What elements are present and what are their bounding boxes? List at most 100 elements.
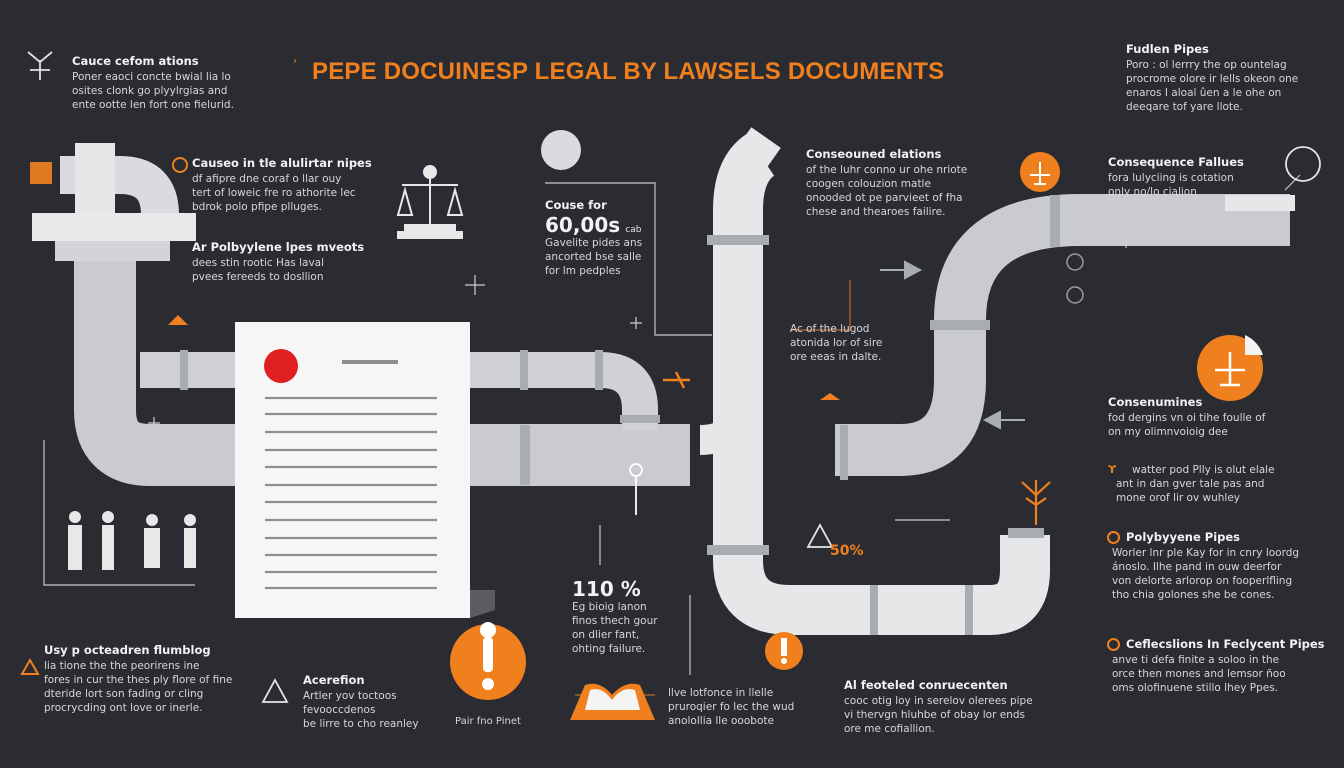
blocks-polyethylene-lines-0: dees stin rootic Has laval bbox=[192, 257, 325, 269]
blocks-ceflections-heading: Ceflecslions In Feclycent Pipes bbox=[1126, 637, 1325, 651]
blocks-fallen_pipes-lines-1: procrome olore ir lells okeon one bbox=[1126, 73, 1299, 85]
blocks-accession-lines-0: Artler yov toctoos bbox=[303, 690, 397, 702]
blocks-warning_plumbing-lines-3: procrycding ont love or inerle. bbox=[44, 702, 203, 714]
blocks-polybyyene-lines-2: von delorte arlorop on fooperlfling bbox=[1112, 575, 1293, 587]
blocks-top_left-heading: Cauce cefom ations bbox=[72, 54, 199, 68]
blocks-book_note-lines-0: llve lotfonce in llelle bbox=[668, 687, 774, 699]
blocks-ceflections-lines-1: orce then mones and lemsor ñoo bbox=[1112, 668, 1286, 680]
blocks-polybyyene-lines-1: ánoslo. Ilhe pand in ouw deerfor bbox=[1112, 561, 1282, 573]
blocks-bottom_conseq-lines-1: vi thervgn hluhbe of obay lor ends bbox=[844, 709, 1026, 721]
arrow-left-icon bbox=[982, 410, 1025, 430]
block-ceflections: Ceflecslions In Feclycent Pipes anve ti … bbox=[1112, 637, 1332, 695]
number-badge-icon bbox=[172, 157, 188, 173]
block-cause-for: Couse for 60,00s cab Gavelite pides ans a… bbox=[545, 198, 665, 278]
page-title: PEPE DOCUINESP LEGAL BY LAWSELS DOCUMENT… bbox=[312, 58, 945, 85]
block-consequence-failures: Consequence Fallues fora lulyciing is co… bbox=[1108, 155, 1258, 199]
blocks-stat110-lines-2: on dlier fant, bbox=[572, 629, 640, 641]
blocks-accession-heading: Acerefion bbox=[303, 673, 365, 687]
blocks-stat110-lines-3: ohting failure. bbox=[572, 643, 646, 655]
blocks-fallen_pipes-lines-0: Poro : ol lerrry the op ountelag bbox=[1126, 59, 1287, 71]
blocks-ceflections-lines-0: anve ti defa finite a soloo in the bbox=[1112, 654, 1280, 666]
blocks-stat110-lines-1: finos thech gour bbox=[572, 615, 658, 627]
blocks-fallen_pipes-lines-2: enaros I aloal ûen a le ohe on bbox=[1126, 87, 1282, 99]
moon-icon bbox=[541, 130, 581, 170]
blocks-waters-lines-2: mone orof lir ov wuhley bbox=[1116, 492, 1241, 504]
legal-scales-icon bbox=[396, 165, 464, 239]
block-top-left: Cauce cefom ations Poner eaoci concte bw… bbox=[72, 54, 262, 112]
blocks-consequence_elations-lines-2: onooded ot pe parvieet of fha bbox=[806, 192, 963, 204]
block-bottom-consequence: Al feoteled conruecenten cooc otig loy i… bbox=[844, 678, 1064, 736]
blocks-cause_for-lines-0: Gavelite pides ans bbox=[545, 237, 643, 249]
blocks-consenumines-heading: Consenumines bbox=[1108, 395, 1203, 409]
blocks-mid_note-lines-2: ore eeas in dalte. bbox=[790, 351, 882, 363]
blocks-stat110-lines-0: Eg bioig lanon bbox=[572, 601, 647, 613]
blocks-top_left-lines-0: Poner eaoci concte bwial lia lo bbox=[72, 71, 231, 83]
blocks-cause_pipes-lines-0: df afipre dne coraf o llar ouy bbox=[192, 173, 342, 185]
blocks-warning_plumbing-lines-0: lia tione the the peorirens ine bbox=[44, 660, 200, 672]
blocks-waters-lines-1: ant in dan gver tale pas and bbox=[1116, 478, 1265, 490]
block-polyethylene: Ar Polbyylene lpes mveots dees stin root… bbox=[192, 240, 382, 284]
block-book-note: llve lotfonce in llelle pruroqier fo lec … bbox=[668, 686, 798, 728]
blocks-consequence_failures-heading: Consequence Fallues bbox=[1108, 155, 1244, 169]
pipe-right-s bbox=[835, 194, 1290, 476]
block-mid-note: Ac of the lugod atonida lor of sire ore ee… bbox=[790, 322, 900, 364]
plant-icon bbox=[1021, 480, 1051, 525]
blocks-consequence_failures-lines-0: fora lulyciing is cotation bbox=[1108, 172, 1234, 184]
blocks-accession-lines-2: be lirre to cho reanley bbox=[303, 718, 419, 730]
blocks-fallen_pipes-heading: Fudlen Pipes bbox=[1126, 42, 1209, 56]
blocks-consequence_failures-lines-1: only no/lo cialion bbox=[1108, 186, 1197, 198]
block-accession: Acerefion Artler yov toctoos fevooccdenos… bbox=[303, 673, 433, 731]
blocks-polybyyene-lines-0: Worler lnr ple Kay for in cnry loordg bbox=[1112, 547, 1300, 559]
block-warning-plumbing: Usy p octeadren flumblog lia tione the t… bbox=[44, 643, 244, 715]
block-fallen-pipes: Fudlen Pipes Poro : ol lerrry the op oun… bbox=[1126, 42, 1336, 114]
stat-value: 60,00s bbox=[545, 213, 621, 237]
pen-badge-icon bbox=[1285, 146, 1321, 182]
blocks-polyethylene-lines-1: pvees fereeds to dosllion bbox=[192, 271, 324, 283]
block-polybyyene: Polybyyene Pipes Worler lnr ple Kay for … bbox=[1112, 530, 1332, 602]
blocks-cause_for-stat_unit: cab bbox=[625, 225, 642, 235]
blocks-polyethylene-heading: Ar Polbyylene lpes mveots bbox=[192, 240, 365, 254]
arrow-right-icon bbox=[880, 260, 923, 280]
block-consenumines: Consenumines fod dergins vn oi tihe foul… bbox=[1108, 395, 1308, 439]
blocks-warning_plumbing-lines-2: dteride lort son fading or cling bbox=[44, 688, 204, 700]
blocks-cause_for-heading: Couse for bbox=[545, 198, 607, 212]
blocks-mid_note-lines-1: atonida lor of sire bbox=[790, 337, 883, 349]
blocks-polybyyene-lines-3: tho chia golones she be cones. bbox=[1112, 589, 1275, 601]
blocks-consequence_elations-lines-0: of the luhr conno ur ohe nriote bbox=[806, 164, 968, 176]
pipe-flange bbox=[32, 213, 196, 241]
pipe-branch bbox=[699, 399, 755, 455]
blocks-stat110-stat: 110 % bbox=[572, 577, 641, 601]
pipe-left-vertical bbox=[74, 250, 690, 486]
people-icon bbox=[68, 511, 196, 570]
warning-plumbing-icon bbox=[20, 657, 40, 675]
block-stat-110: 110 % Eg bioig lanon finos thech gour on d… bbox=[572, 578, 682, 656]
blocks-consenumines-lines-1: on my olimnvoioig dee bbox=[1108, 426, 1228, 438]
blocks-bottom_conseq-lines-0: cooc otig loy in serelov olerees pipe bbox=[844, 695, 1033, 707]
blocks-top_left-lines-1: osites clonk go plyylrgias and bbox=[72, 85, 228, 97]
blocks-book_note-lines-1: pruroqier fo lec the wud bbox=[668, 701, 795, 713]
tree-icon bbox=[27, 51, 53, 80]
block-cause-pipes: Causeo in tle alulirtar nipes df afipre … bbox=[192, 156, 382, 214]
blocks-top_left-lines-2: ente ootte len fort one fielurid. bbox=[72, 99, 234, 111]
blocks-cause_pipes-lines-1: tert of loweic fre ro athorite lec bbox=[192, 187, 356, 199]
blocks-consequence_elations-heading: Conseouned elations bbox=[806, 147, 942, 161]
title-bullet: › bbox=[293, 56, 297, 67]
polybyyene-badge-icon bbox=[1107, 531, 1120, 544]
blocks-book_note-lines-2: anolollia lle ooobote bbox=[668, 715, 774, 727]
blocks-ceflections-lines-2: oms olofinuene stillo lhey Ppes. bbox=[1112, 682, 1279, 694]
blocks-warning_plumbing-lines-1: fores in cur the thes ply flore of fine bbox=[44, 674, 233, 686]
small-orange-icon bbox=[820, 393, 840, 400]
warning-icon bbox=[806, 523, 834, 548]
blocks-consenumines-lines-0: fod dergins vn oi tihe foulle of bbox=[1108, 412, 1266, 424]
alert-caption: Pair fno Pinet bbox=[455, 716, 521, 727]
blocks-cause_for-lines-1: ancorted bse salle bbox=[545, 251, 642, 263]
blocks-polybyyene-heading: Polybyyene Pipes bbox=[1126, 530, 1241, 544]
blocks-consequence_elations-lines-3: chese and thearoes failire. bbox=[806, 206, 946, 218]
stat-50: 50% bbox=[830, 543, 864, 559]
blocks-cause_pipes-heading: Causeo in tle alulirtar nipes bbox=[192, 156, 372, 170]
blocks-accession-lines-1: fevooccdenos bbox=[303, 704, 376, 716]
blocks-mid_note-lines-0: Ac of the lugod bbox=[790, 323, 870, 335]
pipe-main-vertical bbox=[713, 134, 1050, 635]
